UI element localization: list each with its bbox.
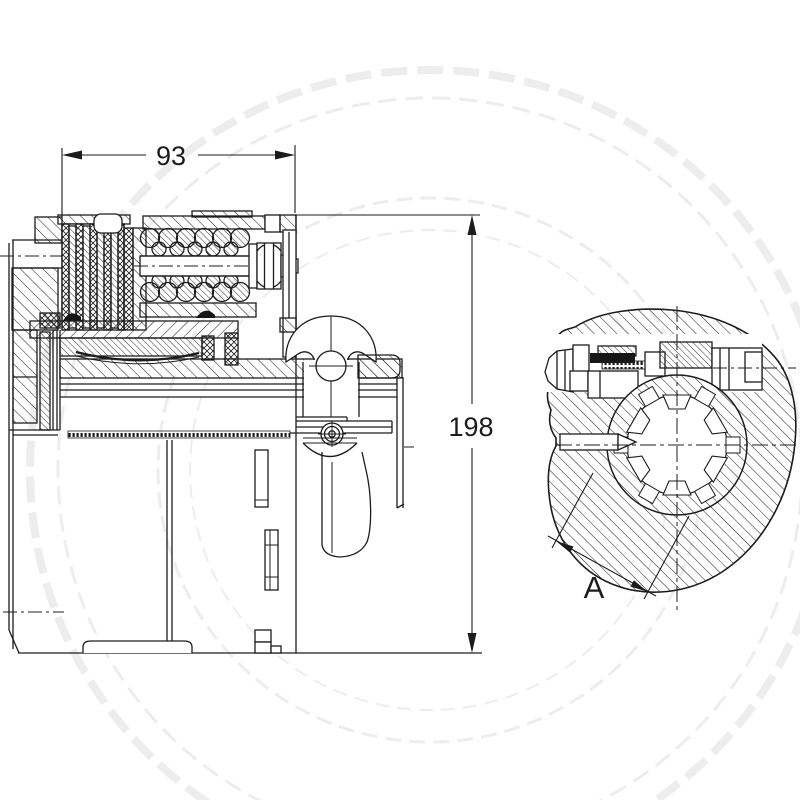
grease-nipple xyxy=(318,421,346,447)
clamp-seal xyxy=(590,353,635,363)
dimension-198: 198 xyxy=(296,214,494,653)
arrowhead-left xyxy=(62,150,82,160)
arrowhead-right xyxy=(275,150,295,160)
dimension-93: 93 xyxy=(61,141,296,217)
seal-left xyxy=(63,313,81,321)
locking-pin xyxy=(559,432,638,452)
dimension-a: A xyxy=(547,472,690,605)
ball-detent xyxy=(285,315,414,558)
extension-line-left xyxy=(551,472,594,549)
dimension-a-label: A xyxy=(584,570,605,605)
thread-band xyxy=(67,430,291,439)
seal-right xyxy=(196,310,215,318)
lower-body xyxy=(3,449,282,654)
bottom-notch xyxy=(82,640,193,653)
arrowhead-left xyxy=(556,541,574,553)
extension-line-right xyxy=(643,515,690,600)
friction-disc-pack xyxy=(57,213,147,331)
arrowhead-top xyxy=(467,215,477,235)
dimension-93-label: 93 xyxy=(156,141,186,171)
dimension-198-label: 198 xyxy=(448,412,493,442)
side-section-view xyxy=(0,210,482,654)
arrowhead-right xyxy=(630,580,648,592)
end-view-centerlines xyxy=(556,306,796,610)
detent-collar xyxy=(357,354,401,379)
spline-teeth xyxy=(625,394,729,496)
arrowhead-bottom xyxy=(467,633,477,653)
fork-bell xyxy=(302,437,372,558)
end-view xyxy=(544,306,797,610)
spring-coils xyxy=(139,227,251,303)
end-plate xyxy=(279,229,297,358)
